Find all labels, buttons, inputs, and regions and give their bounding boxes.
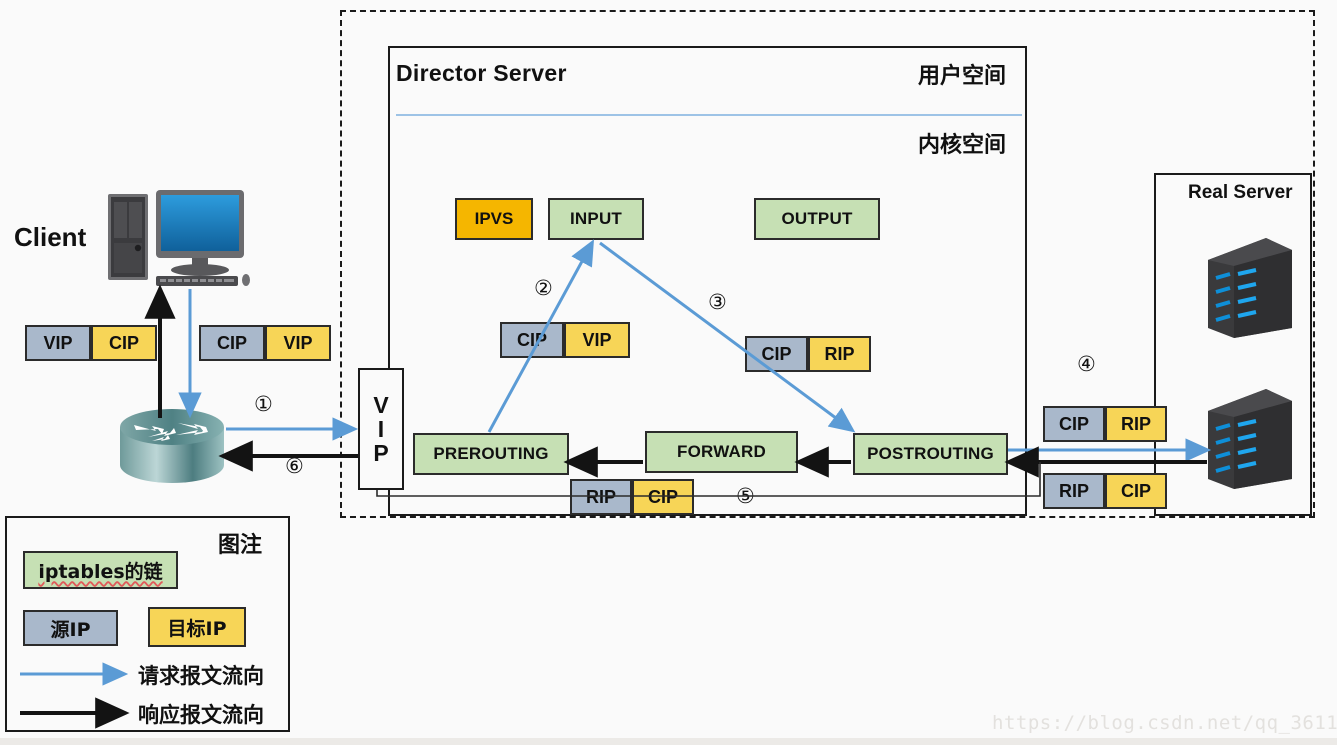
packet-input-to-postrouting: CIP RIP <box>745 336 871 372</box>
packet-src: CIP <box>199 325 265 361</box>
packet-src: CIP <box>500 322 564 358</box>
packet-dst: CIP <box>632 479 694 515</box>
packet-dst: RIP <box>1105 406 1167 442</box>
packet-client-request: CIP VIP <box>199 325 331 361</box>
packet-src: CIP <box>745 336 808 372</box>
packet-dst: CIP <box>91 325 157 361</box>
packet-src: VIP <box>25 325 91 361</box>
packet-realserver-to-postrouting: RIP CIP <box>1043 473 1167 509</box>
step-number-2: ② <box>534 276 553 300</box>
bottom-bar <box>0 738 1337 745</box>
packet-client-response: VIP CIP <box>25 325 157 361</box>
step-number-5: ⑤ <box>736 484 755 508</box>
packet-src: CIP <box>1043 406 1105 442</box>
user-space-label: 用户空间 <box>918 64 1007 89</box>
vip-letter-v: V <box>373 391 389 418</box>
chain-ipvs[interactable]: IPVS <box>455 198 533 240</box>
legend-chain-swatch: iptables的链 <box>23 551 178 589</box>
step-number-4: ④ <box>1077 352 1096 376</box>
director-server-title: Director Server <box>396 60 567 86</box>
legend-arrows <box>20 662 130 729</box>
director-server-frame-left-upper <box>388 46 390 370</box>
chain-input[interactable]: INPUT <box>548 198 644 240</box>
director-server-frame-right <box>1025 46 1027 516</box>
client-computer-icon <box>100 186 250 294</box>
packet-prerouting-return: RIP CIP <box>570 479 694 515</box>
step-number-6: ⑥ <box>285 454 304 478</box>
vip-letter-i: I <box>377 415 385 442</box>
legend-request-flow-label: 请求报文流向 <box>138 664 264 688</box>
director-vip-gateway[interactable]: V I P <box>358 368 404 490</box>
real-server-frame <box>1154 173 1312 516</box>
legend-response-flow-label: 响应报文流向 <box>138 703 264 727</box>
user-kernel-divider <box>396 114 1022 116</box>
director-server-frame-top <box>388 46 1027 48</box>
packet-postrouting-to-realserver: CIP RIP <box>1043 406 1167 442</box>
network-boundary-dashed <box>340 10 1315 518</box>
chain-postrouting[interactable]: POSTROUTING <box>853 433 1008 475</box>
packet-dst: VIP <box>265 325 331 361</box>
vip-letter-p: P <box>373 440 389 467</box>
legend-src-swatch: 源IP <box>23 610 118 646</box>
kernel-space-label: 内核空间 <box>918 133 1007 158</box>
real-server-title: Real Server <box>1188 182 1293 203</box>
director-server-frame-bottom <box>388 514 1027 516</box>
packet-prerouting-to-input: CIP VIP <box>500 322 630 358</box>
step-number-1: ① <box>254 392 273 416</box>
real-server-icon-1 <box>1200 232 1296 340</box>
router-icon <box>118 409 226 485</box>
director-server-frame-left-lower <box>388 490 390 516</box>
packet-src: RIP <box>1043 473 1105 509</box>
packet-dst: RIP <box>808 336 871 372</box>
legend-dst-swatch: 目标IP <box>148 607 246 647</box>
client-label: Client <box>14 222 87 252</box>
chain-output[interactable]: OUTPUT <box>754 198 880 240</box>
step-number-3: ③ <box>708 290 727 314</box>
legend-title: 图注 <box>218 533 263 558</box>
packet-dst: VIP <box>564 322 630 358</box>
real-server-icon-2 <box>1200 383 1296 491</box>
packet-dst: CIP <box>1105 473 1167 509</box>
watermark-url: https://blog.csdn.net/qq_36119192 <box>992 712 1337 734</box>
packet-src: RIP <box>570 479 632 515</box>
chain-prerouting[interactable]: PREROUTING <box>413 433 569 475</box>
chain-forward[interactable]: FORWARD <box>645 431 798 473</box>
